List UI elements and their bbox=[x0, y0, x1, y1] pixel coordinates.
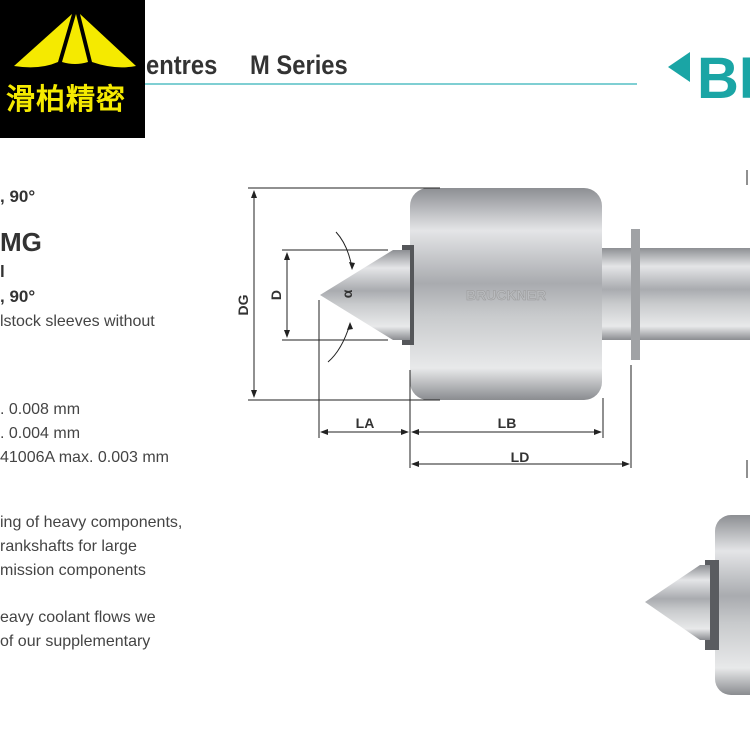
dim-d: D bbox=[268, 290, 284, 300]
centre-point-cone bbox=[320, 250, 410, 340]
flange bbox=[631, 229, 640, 360]
watermark-logo: 滑柏精密 bbox=[0, 0, 145, 138]
accuracy-line: . 0.004 mm bbox=[0, 425, 81, 442]
accuracy-line: . 0.008 mm bbox=[0, 401, 81, 418]
dim-lb: LB bbox=[498, 415, 517, 431]
application-line: ing of heavy components, bbox=[0, 514, 183, 531]
engraving: BRUCKNER bbox=[466, 287, 546, 303]
header-rule bbox=[145, 83, 637, 85]
spec-line: , 90° bbox=[0, 187, 36, 206]
page-title: entres bbox=[146, 50, 218, 80]
taper-shank bbox=[598, 248, 750, 340]
brand-letters: BR bbox=[697, 46, 750, 111]
logo-text: 滑柏精密 bbox=[6, 82, 127, 116]
accuracy-line: 41006A max. 0.003 mm bbox=[0, 449, 169, 466]
dim-la: LA bbox=[356, 415, 375, 431]
brand-arrow-icon bbox=[668, 52, 690, 82]
coolant-line: eavy coolant flows we bbox=[0, 609, 156, 626]
coolant-line: of our supplementary bbox=[0, 633, 151, 650]
logo-fan-icon bbox=[14, 14, 136, 68]
series-title: M Series bbox=[250, 50, 348, 80]
second-product-image bbox=[645, 170, 750, 695]
application-line: mission components bbox=[0, 562, 146, 579]
spec-line: l bbox=[0, 262, 5, 281]
dim-alpha: α bbox=[339, 289, 355, 298]
description: lstock sleeves without bbox=[0, 313, 155, 330]
model-name: MG bbox=[0, 227, 42, 257]
dim-ld: LD bbox=[511, 449, 530, 465]
spec-line: , 90° bbox=[0, 287, 36, 306]
dim-dg: DG bbox=[235, 294, 251, 315]
centre-body bbox=[410, 188, 602, 400]
application-line: rankshafts for large bbox=[0, 538, 137, 555]
